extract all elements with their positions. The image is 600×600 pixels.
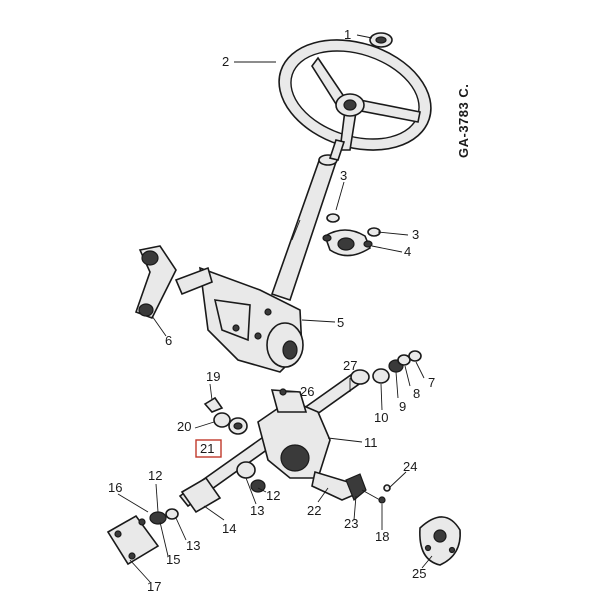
- steering-column: [270, 139, 346, 302]
- highlight-box: [195, 439, 222, 458]
- steering-wheel: [278, 39, 432, 151]
- part-label-12a: 12: [148, 468, 162, 483]
- end-cover: [419, 516, 461, 566]
- part-label-22: 22: [307, 503, 321, 518]
- part-label-14: 14: [222, 521, 236, 536]
- part-label-25: 25: [412, 566, 426, 581]
- part-label-8: 8: [413, 386, 420, 401]
- steering-box: [174, 266, 304, 373]
- pinion: [311, 470, 391, 504]
- part-label-5: 5: [337, 315, 344, 330]
- part-label-18: 18: [375, 529, 389, 544]
- horn-pad: [369, 32, 393, 48]
- part-label-20: 20: [177, 419, 191, 434]
- seal-stack: [203, 396, 248, 435]
- part-label-12b: 12: [266, 488, 280, 503]
- flex-coupling: [149, 461, 266, 525]
- part-label-3b: 3: [412, 227, 419, 242]
- part-label-4: 4: [404, 244, 411, 259]
- part-label-19: 19: [206, 369, 220, 384]
- drop-arm: [134, 245, 177, 320]
- part-label-9: 9: [399, 399, 406, 414]
- part-label-6: 6: [165, 333, 172, 348]
- part-label-23: 23: [344, 516, 358, 531]
- cover-plate: [106, 514, 160, 566]
- part-label-1: 1: [344, 27, 351, 42]
- part-label-16: 16: [108, 480, 122, 495]
- drawing-code: GA-3783 C.: [456, 84, 471, 158]
- part-label-11: 11: [364, 435, 378, 450]
- part-label-27: 27: [343, 358, 357, 373]
- part-label-2: 2: [222, 54, 229, 69]
- part-label-13b: 13: [186, 538, 200, 553]
- part-label-7: 7: [428, 375, 435, 390]
- lower-housing: [257, 388, 331, 479]
- column-clamp: [322, 213, 381, 257]
- part-label-21: 21: [200, 441, 214, 456]
- part-label-15: 15: [166, 552, 180, 567]
- leader-lines: [117, 34, 433, 583]
- part-label-10: 10: [374, 410, 388, 425]
- part-label-13a: 13: [250, 503, 264, 518]
- part-label-24: 24: [403, 459, 417, 474]
- part-label-26: 26: [300, 384, 314, 399]
- part-labels: 1 2 3 3 4 5 6 7 8 9 10 11 12 12 13 13 14…: [108, 27, 435, 594]
- part-label-17: 17: [147, 579, 161, 594]
- part-label-3a: 3: [340, 168, 347, 183]
